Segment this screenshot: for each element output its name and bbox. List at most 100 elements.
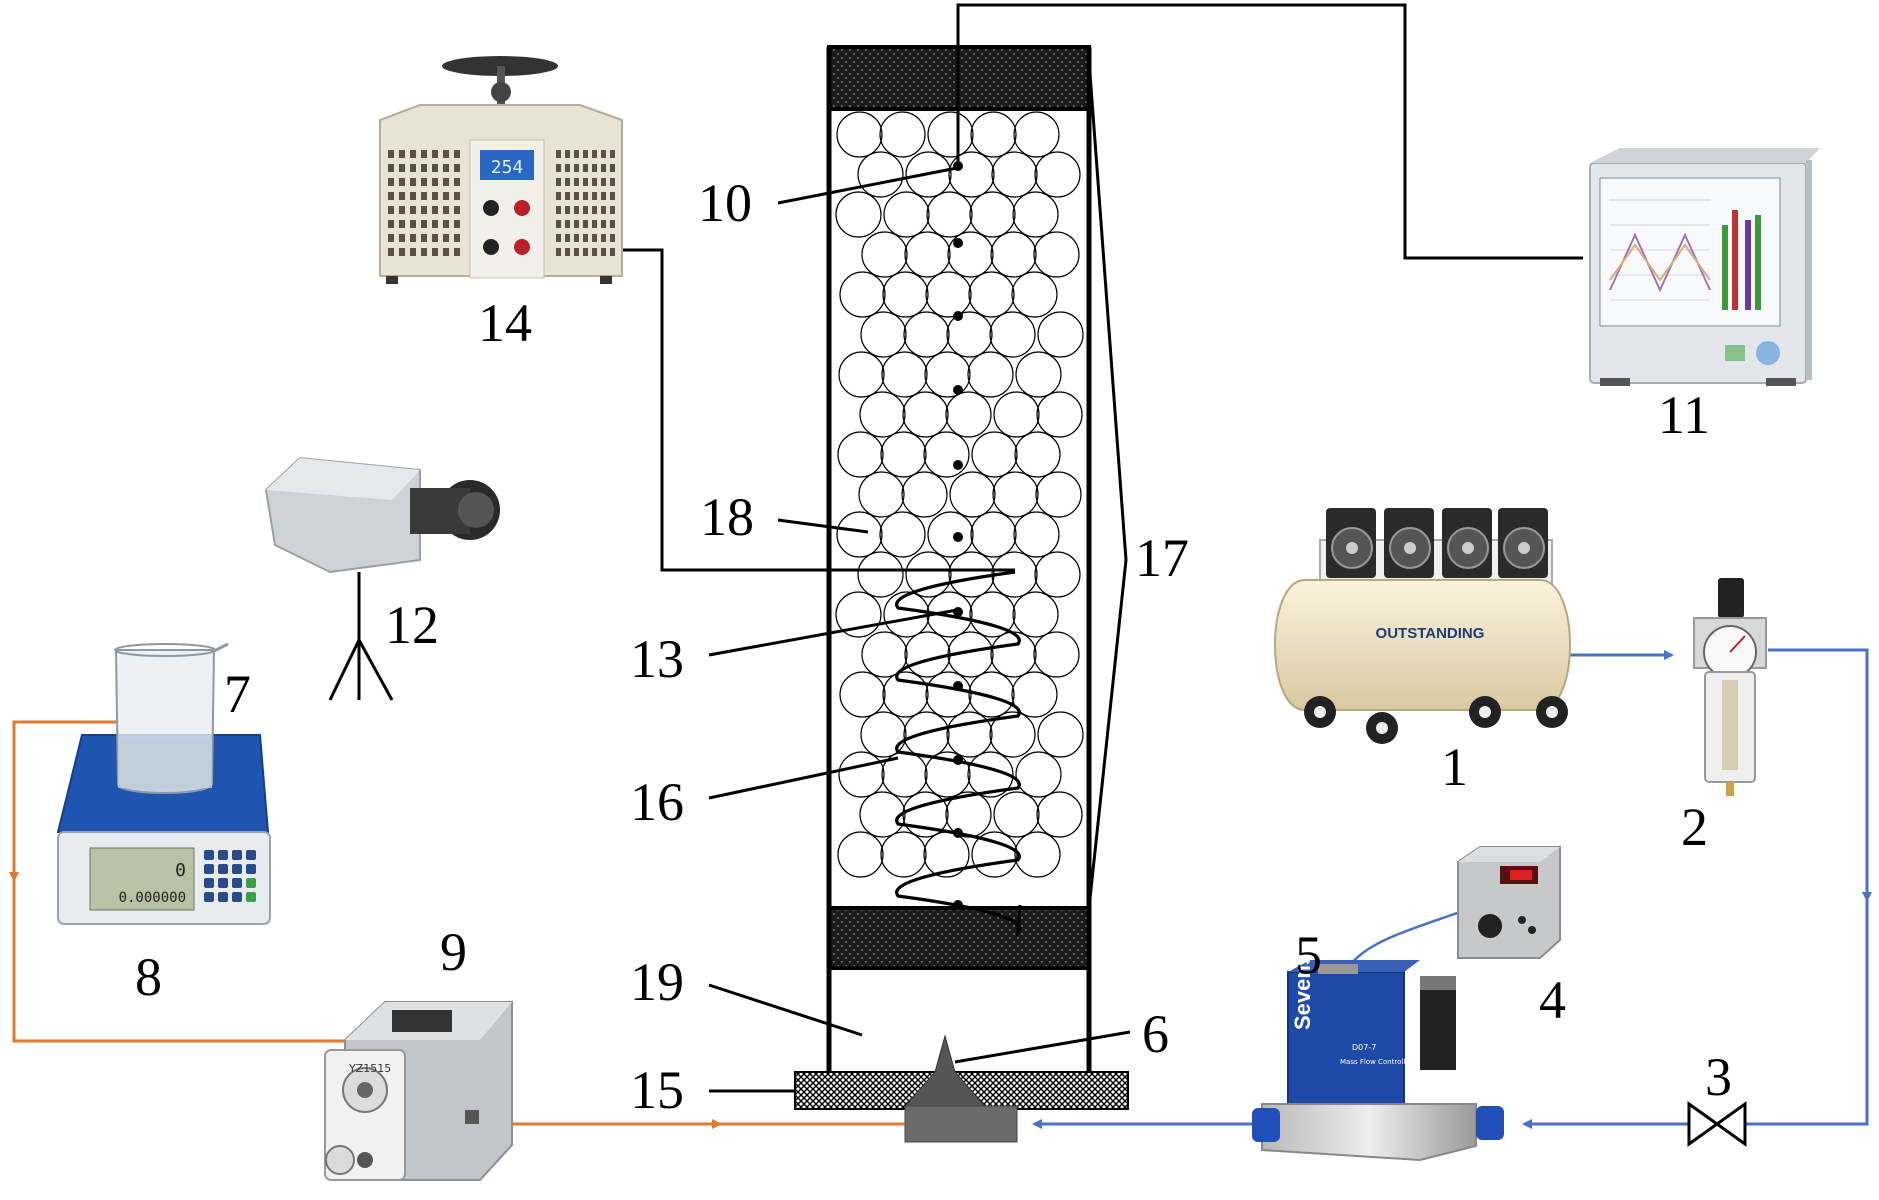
vent-hole [574,164,579,172]
particle [946,311,993,358]
vent-hole [610,234,615,242]
particle [836,511,883,558]
scale-key [232,878,242,888]
vent-hole [454,192,460,200]
particle [1011,271,1058,318]
labels: 1 2 3 4 5 6 7 8 9 10 11 12 13 14 15 16 1… [135,173,1732,1120]
vent-hole [399,234,405,242]
vent-hole [601,206,606,214]
vent-hole [565,150,570,158]
vent-hole [592,220,597,228]
peristaltic-pump-icon: YZ1515 [324,1001,513,1181]
particle [881,351,928,398]
particle [1034,151,1081,198]
particle [970,111,1017,158]
vent-hole [399,220,405,228]
vent-hole [388,234,394,242]
leader-19 [708,983,863,1037]
label-11: 11 [1658,385,1710,445]
particle [902,391,949,438]
thermocouple-wire [956,3,1583,260]
vent-hole [601,220,606,228]
vent-hole [443,220,449,228]
label-6: 6 [1142,1004,1169,1064]
particle [904,231,951,278]
particle [861,631,908,678]
vent-hole [443,164,449,172]
particle [860,711,907,758]
vent-hole [556,234,561,242]
vent-hole [454,234,460,242]
vent-hole [421,192,427,200]
vent-hole [421,150,427,158]
vent-hole [432,164,438,172]
particle [839,671,886,718]
vent-hole [601,248,606,256]
vent-hole [565,192,570,200]
particle [1012,591,1059,638]
label-18: 18 [700,487,754,547]
vent-hole [410,248,416,256]
mfc-caption-text: Mass Flow Controller [1340,1058,1413,1066]
vent-hole [592,150,597,158]
vent-hole [601,234,606,242]
vent-hole [454,150,460,158]
particle [947,231,994,278]
scale-key [204,892,214,902]
scale-key [232,850,242,860]
vent-hole [388,150,394,158]
particle [1012,191,1059,238]
vent-hole [583,192,588,200]
particle [882,271,929,318]
particle [1036,391,1083,438]
vent-hole [443,192,449,200]
vent-hole [592,164,597,172]
vent-hole [421,164,427,172]
particle [1033,631,1080,678]
leader-6 [954,1030,1131,1064]
vent-hole [583,248,588,256]
particle [967,351,1014,398]
particle [926,191,973,238]
vent-hole [421,248,427,256]
vent-hole [432,234,438,242]
vent-hole [421,178,427,186]
vent-hole [610,150,615,158]
column-side-bracket [1087,59,1128,909]
vent-hole [565,220,570,228]
heater-coil [895,570,1022,938]
vent-hole [556,178,561,186]
particle [859,791,906,838]
vent-hole [399,206,405,214]
scale-key [246,878,256,888]
particle [903,311,950,358]
particle [923,431,970,478]
particle [968,271,1015,318]
mass-flow-controller-icon: Sevenstar D07-7 Mass Flow Controller [1252,924,1504,1162]
vent-hole [443,178,449,186]
vent-hole [556,220,561,228]
particle [903,711,950,758]
vent-hole [565,206,570,214]
particle [1014,431,1061,478]
leader-18 [777,518,869,534]
vent-hole [583,206,588,214]
air-compressor-icon: OUTSTANDING [1274,508,1571,744]
particle [927,511,974,558]
label-17: 17 [1135,528,1189,588]
label-12: 12 [385,595,439,655]
thermocouple-point [953,311,963,321]
scale-key [218,864,228,874]
vent-hole [574,192,579,200]
vent-hole [574,150,579,158]
particle [925,671,972,718]
particle [993,391,1040,438]
particle [1013,111,1060,158]
vent-hole [556,206,561,214]
particle [1015,351,1062,398]
vent-hole [583,234,588,242]
vent-hole [601,178,606,186]
label-16: 16 [630,772,684,832]
particle [970,511,1017,558]
valve-icon [1687,1101,1747,1147]
